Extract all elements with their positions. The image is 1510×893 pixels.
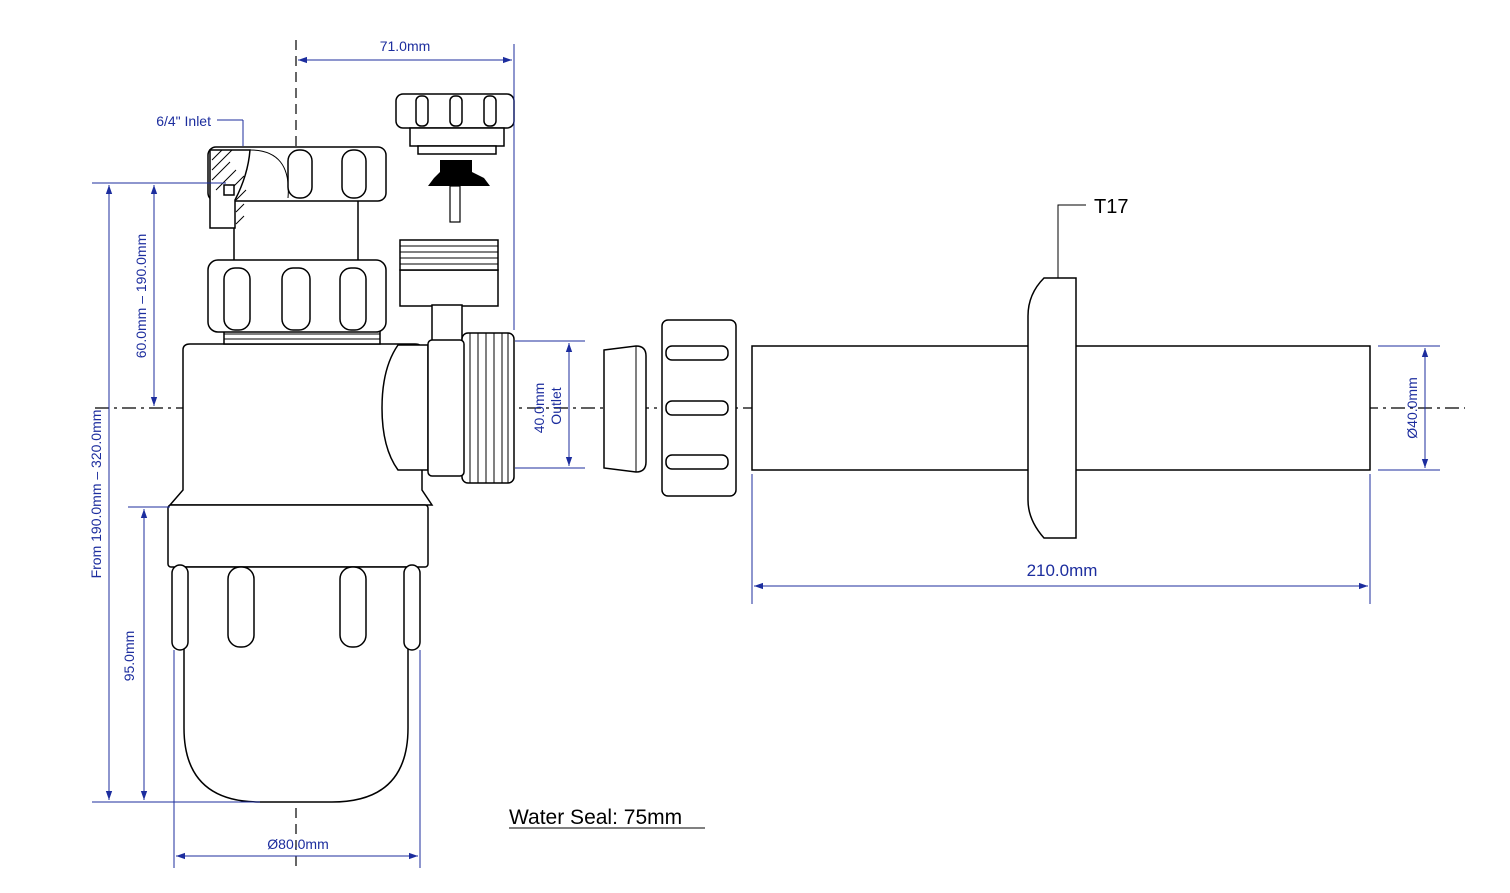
- water-seal-label: Water Seal: 75mm: [509, 806, 682, 829]
- overall-height-dimension: From 190.0mm – 320.0mm: [88, 410, 104, 579]
- trap-body: [167, 269, 515, 803]
- inlet-nut: [207, 146, 387, 229]
- outlet-thread: [427, 332, 515, 484]
- part-code-label: T17: [1094, 196, 1128, 218]
- compression-nut: [661, 319, 737, 497]
- exploded-thread: [399, 239, 499, 271]
- outlet-size-dimension: 40.0mm: [531, 383, 547, 434]
- dimension-lines: [92, 44, 1440, 868]
- compression-ring: [603, 345, 647, 473]
- top-width-dimension: 71.0mm: [380, 38, 431, 54]
- inlet-label: 6/4" Inlet: [156, 113, 211, 129]
- bottle-diameter-dimension: Ø80.0mm: [267, 836, 328, 852]
- bottle-height-dimension: 95.0mm: [121, 631, 137, 682]
- pipe-length-dimension: 210.0mm: [1027, 561, 1098, 580]
- inlet-height-dimension: 60.0mm – 190.0mm: [133, 234, 149, 359]
- exploded-cap: [395, 93, 515, 155]
- outlet-label: Outlet: [548, 387, 564, 424]
- pipe-diameter-dimension: Ø40.0mm: [1404, 377, 1420, 438]
- waste-plug: [428, 160, 490, 223]
- lower-nut: [207, 199, 387, 333]
- outlet-pipe: [751, 277, 1371, 539]
- t17-leader: [1057, 204, 1086, 278]
